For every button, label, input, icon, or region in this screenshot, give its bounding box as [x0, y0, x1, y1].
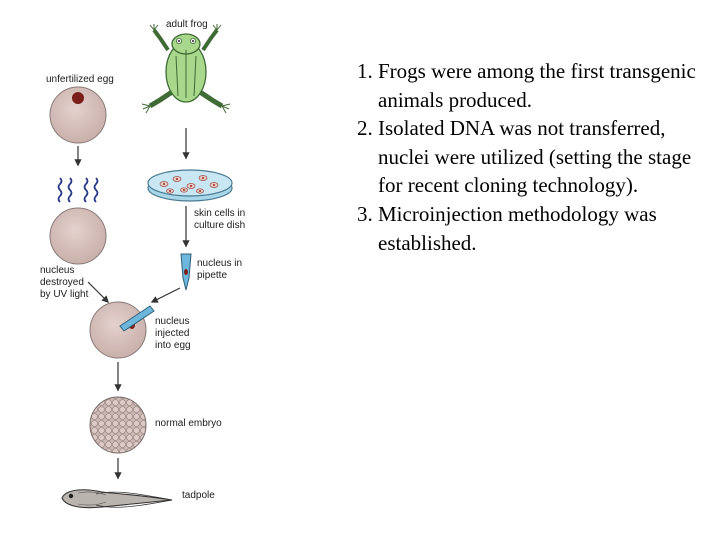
nucleus-destroyed-label-3: by UV light [40, 289, 89, 300]
adult-frog-label: adult frog [166, 19, 208, 30]
culture-dish [147, 169, 233, 202]
normal-embryo-label: normal embryo [155, 418, 222, 429]
uv-light-waves [57, 177, 99, 203]
unfertilized-egg [49, 86, 107, 144]
fact-item: Isolated DNA was not transferred, nuclei… [378, 114, 715, 200]
nucleus-in-pipette-label-1: nucleus in [197, 258, 242, 269]
unfertilized-egg-label: unfertilized egg [46, 74, 114, 85]
skin-cells-label-2: culture dish [194, 220, 245, 231]
tadpole-label: tadpole [182, 490, 215, 501]
adult-frog-illustration [141, 24, 231, 114]
facts-panel: Frogs were among the first transgenic an… [330, 57, 715, 257]
nucleus-in-pipette-label-2: pipette [197, 270, 227, 281]
nucleus-injected-label-2: injected [155, 328, 189, 339]
arrow-pipette-to-egg [150, 287, 181, 303]
injected-egg [89, 301, 155, 359]
nucleus-injected-label-3: into egg [155, 340, 191, 351]
fact-item: Frogs were among the first transgenic an… [378, 57, 715, 114]
fact-item: Microinjection methodology was establish… [378, 200, 715, 257]
enucleated-egg [49, 207, 107, 265]
normal-embryo [89, 396, 147, 454]
nucleus-destroyed-label-2: destroyed [40, 277, 84, 288]
frog-nuclear-transfer-diagram: adult frog [40, 19, 245, 509]
nucleus-pipette [180, 253, 192, 291]
arrow-enucleated-to-injection [87, 281, 110, 304]
skin-cells-label-1: skin cells in [194, 208, 245, 219]
nucleus-destroyed-label-1: nucleus [40, 265, 74, 276]
facts-list: Frogs were among the first transgenic an… [330, 57, 715, 257]
tadpole [61, 489, 173, 509]
nucleus-injected-label-1: nucleus [155, 316, 189, 327]
